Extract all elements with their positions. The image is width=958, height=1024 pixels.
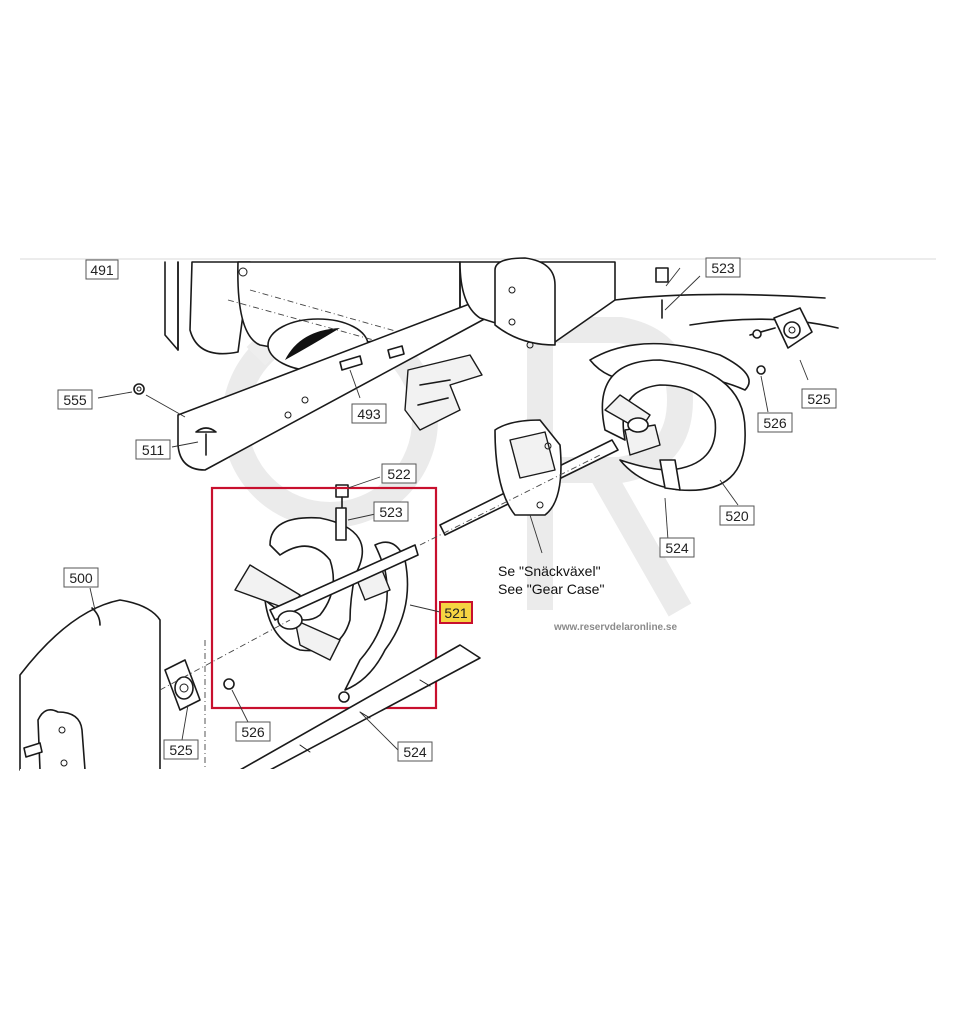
callout-491-label: 491 xyxy=(90,262,114,278)
auger-center-left xyxy=(404,354,483,431)
callout-525-left: 525 xyxy=(163,739,199,760)
highlight-frame xyxy=(210,486,438,710)
housing-edge-right xyxy=(614,293,826,301)
callout-500: 500 xyxy=(63,567,99,588)
callout-493: 493 xyxy=(351,403,387,424)
callout-523-top: 523 xyxy=(705,257,741,278)
watermark-url: www.reservdelaronline.se xyxy=(553,622,677,633)
shaft-centerline xyxy=(159,454,601,691)
callout-526-left: 526 xyxy=(235,721,271,742)
housing-edge-right-lower xyxy=(689,318,839,329)
callout-524-right-label: 524 xyxy=(665,540,689,556)
callout-524-right: 524 xyxy=(659,537,695,558)
callout-491: 491 xyxy=(85,259,119,280)
callout-522-label: 522 xyxy=(387,466,411,482)
callout-520-label: 520 xyxy=(725,508,749,524)
callout-525-right-label: 525 xyxy=(807,391,831,407)
callout-526-right-label: 526 xyxy=(763,415,787,431)
callout-522: 522 xyxy=(381,463,417,484)
callout-523-box-label: 523 xyxy=(379,504,403,520)
gear-case-note-english: See "Gear Case" xyxy=(498,581,604,597)
callout-526-left-label: 526 xyxy=(241,724,265,740)
callout-524-left: 524 xyxy=(397,741,433,762)
callout-523-top-label: 523 xyxy=(711,260,735,276)
callout-524-left-label: 524 xyxy=(403,744,427,760)
bolt-511 xyxy=(195,427,217,456)
bolts-493 xyxy=(339,345,405,371)
callout-555: 555 xyxy=(57,389,93,410)
bearing-flange-right xyxy=(749,307,813,375)
auger-right xyxy=(589,267,750,492)
housing-500 xyxy=(19,599,161,771)
auger-left-highlighted xyxy=(234,484,419,703)
callout-521-label: 521 xyxy=(444,605,468,621)
callout-526-right: 526 xyxy=(757,412,793,433)
callout-500-label: 500 xyxy=(69,570,93,586)
callout-525-left-label: 525 xyxy=(169,742,193,758)
callout-520: 520 xyxy=(719,505,755,526)
callout-493-label: 493 xyxy=(357,406,381,422)
callout-525-right: 525 xyxy=(801,388,837,409)
gear-case xyxy=(494,419,562,516)
callout-555-label: 555 xyxy=(63,392,87,408)
bearing-flange-left xyxy=(164,659,235,711)
gear-case-note-swedish: Se "Snäckväxel" xyxy=(498,563,601,579)
callout-523-box: 523 xyxy=(373,501,409,522)
callout-521-highlighted: 521 xyxy=(439,601,473,624)
knob-555 xyxy=(133,383,145,395)
callout-511-label: 511 xyxy=(142,442,165,458)
gear-housing-top xyxy=(459,257,616,349)
callout-511: 511 xyxy=(135,439,171,460)
